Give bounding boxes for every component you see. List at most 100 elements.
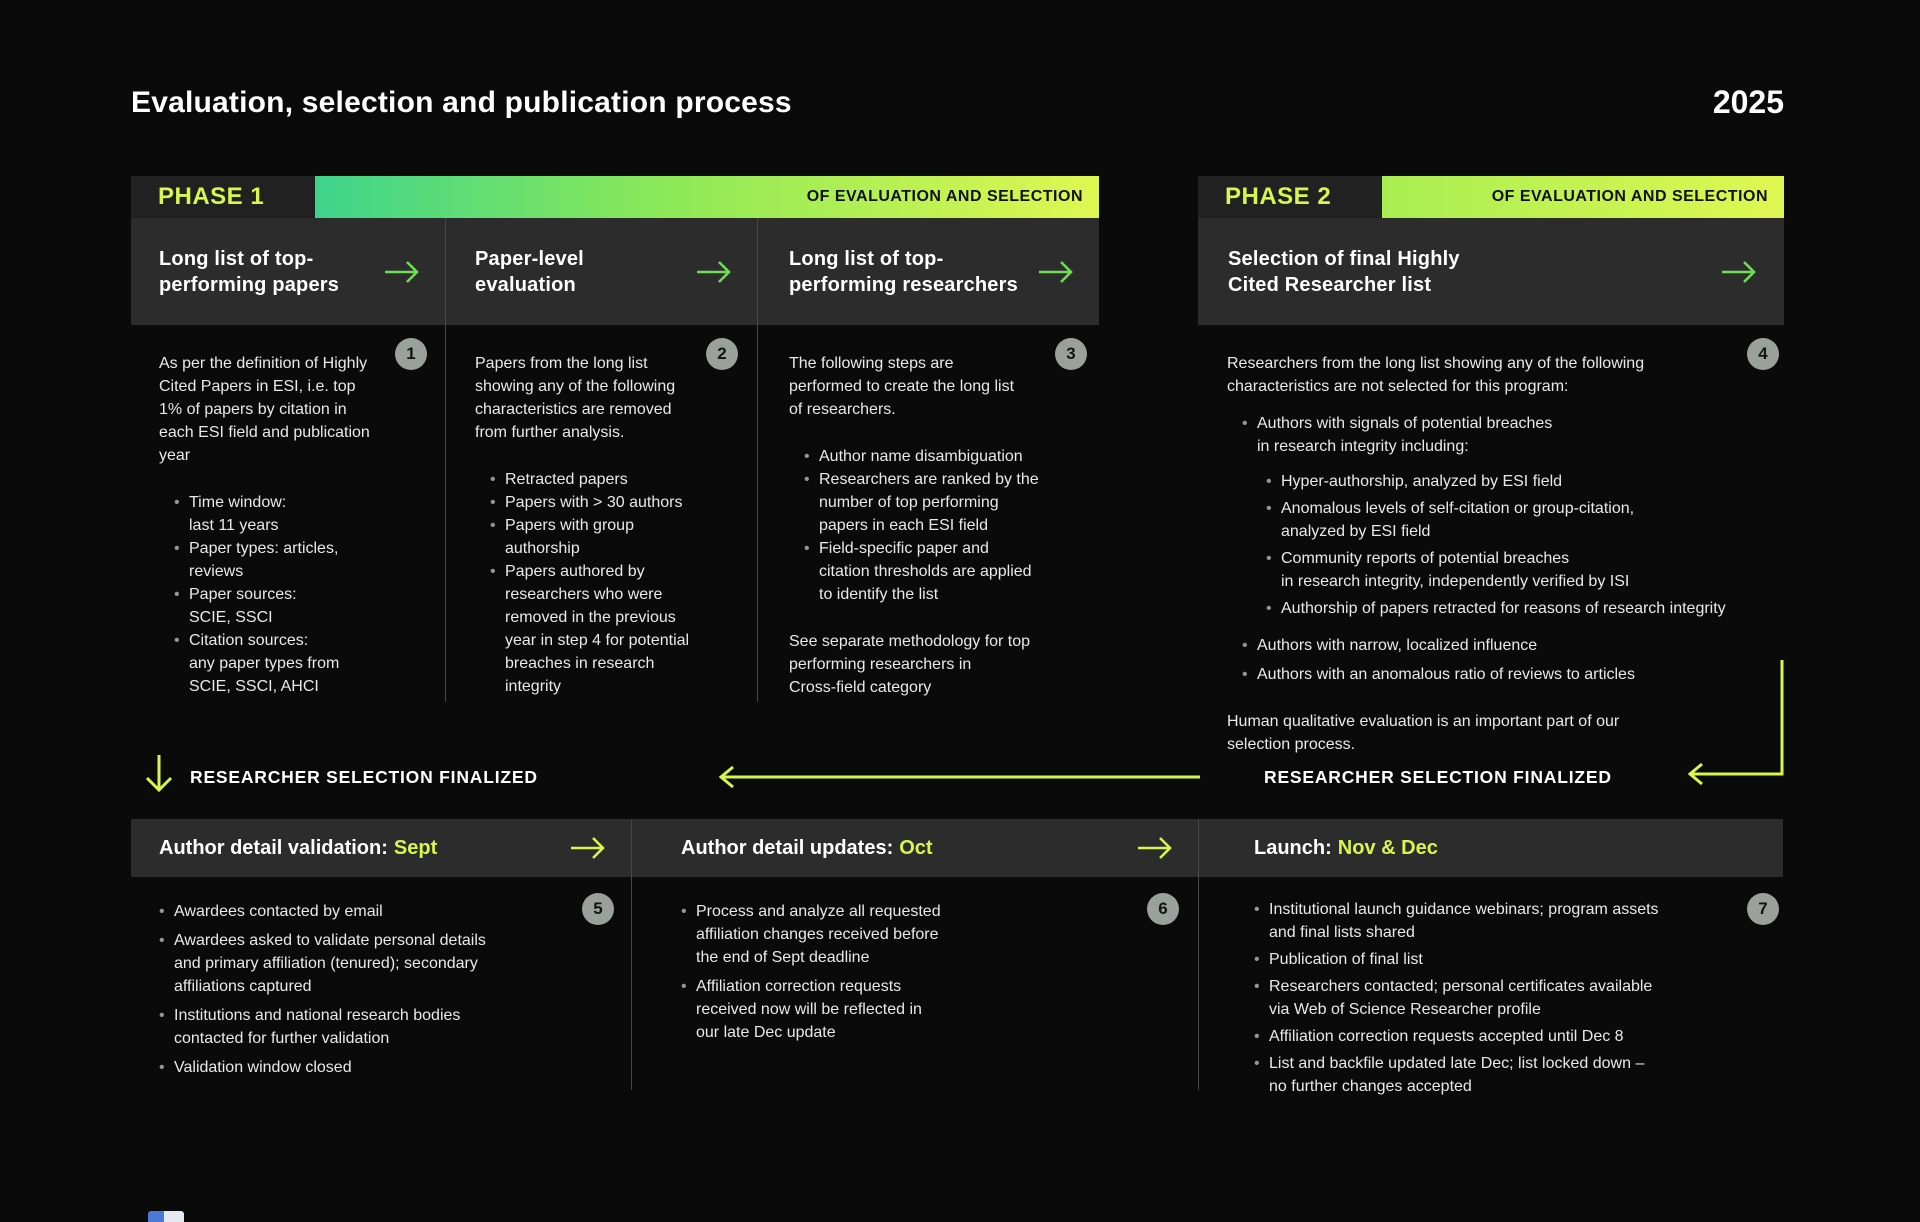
- bullet-marker: [490, 468, 505, 491]
- bullet-item: Time window: last 11 years: [174, 491, 405, 537]
- bullet-marker: [1254, 898, 1269, 944]
- bullet-marker: [1266, 470, 1281, 493]
- validation-bullets: Awardees contacted by email Awardees ask…: [159, 900, 541, 1079]
- bullet-item: Authors with narrow, localized influence: [1242, 634, 1768, 657]
- bullet-item: Awardees asked to validate personal deta…: [159, 929, 541, 998]
- sub-bullet-item: Authorship of papers retracted for reaso…: [1266, 597, 1768, 620]
- page-title: Evaluation, selection and publication pr…: [131, 86, 792, 119]
- step3-note: See separate methodology for top perform…: [789, 633, 1031, 696]
- step2-body: Papers from the long list showing any of…: [445, 352, 757, 698]
- sub-bullet-item: Community reports of potential breaches …: [1266, 547, 1768, 593]
- step2-title: Paper-level evaluation: [475, 247, 584, 296]
- arrow-right-icon: [1039, 260, 1073, 283]
- phase1-label: PHASE 1: [131, 176, 315, 218]
- bullet-item: Citation sources: any paper types from S…: [174, 629, 405, 698]
- column-divider: [445, 218, 446, 702]
- bullet-item: Awardees contacted by email: [159, 900, 541, 923]
- bullet-item: Papers with > 30 authors: [490, 491, 717, 514]
- step4-sub-bullets: Hyper-authorship, analyzed by ESI field …: [1266, 470, 1768, 620]
- bullet-item: Author name disambiguation: [804, 445, 1059, 468]
- phase2-step-headers: Selection of final Highly Cited Research…: [1198, 218, 1784, 325]
- bullet-item: Field-specific paper and citation thresh…: [804, 537, 1059, 606]
- bullet-marker: [681, 900, 696, 969]
- bullet-marker: [681, 975, 696, 1044]
- launch-title: Launch:Nov & Dec: [1254, 837, 1438, 860]
- bullet-marker: [804, 537, 819, 606]
- connector-elbow-arrow-icon: [1687, 660, 1784, 786]
- phase2-label: PHASE 2: [1198, 176, 1382, 218]
- step3-intro: The following steps are performed to cre…: [789, 355, 1015, 418]
- bullet-item: Authors with an anomalous ratio of revie…: [1242, 663, 1768, 686]
- bullet-item: Affiliation correction requests received…: [681, 975, 1088, 1044]
- cropped-widget-artifact: [148, 1211, 184, 1222]
- step3-header: Long list of top- performing researchers: [757, 218, 1099, 325]
- bullet-marker: [1242, 412, 1257, 458]
- step3-bullets: Author name disambiguation Researchers a…: [804, 445, 1059, 606]
- bullet-marker: [804, 445, 819, 468]
- bullet-item: Paper types: articles, reviews: [174, 537, 405, 583]
- updates-title-text: Author detail updates:: [681, 836, 894, 859]
- bullet-marker: [1254, 1025, 1269, 1048]
- step2-badge: 2: [706, 338, 738, 370]
- launch-months: Nov & Dec: [1337, 836, 1438, 859]
- step4-intro: Researchers from the long list showing a…: [1227, 355, 1645, 395]
- bullet-item: Retracted papers: [490, 468, 717, 491]
- launch-header: Launch:Nov & Dec: [1198, 819, 1783, 877]
- bullet-marker: [490, 514, 505, 560]
- bullet-marker: [1242, 634, 1257, 657]
- bullet-marker: [174, 491, 189, 537]
- updates-title: Author detail updates:Oct: [681, 837, 933, 860]
- bullet-item: Researchers contacted; personal certific…: [1254, 975, 1743, 1021]
- bullet-item: Process and analyze all requested affili…: [681, 900, 1088, 969]
- phase1-step-headers: Long list of top- performing papers Pape…: [131, 218, 1099, 325]
- sub-bullet-item: Anomalous levels of self-citation or gro…: [1266, 497, 1768, 543]
- year-label: 2025: [1712, 84, 1784, 120]
- column-divider: [631, 819, 632, 1090]
- phase2-gradient-banner: OF EVALUATION AND SELECTION: [1382, 176, 1784, 218]
- column-divider: [1198, 819, 1199, 1090]
- bullet-item: Authors with signals of potential breach…: [1242, 412, 1768, 458]
- phase2-banner-text: OF EVALUATION AND SELECTION: [1491, 188, 1768, 205]
- step3-title: Long list of top- performing researchers: [789, 247, 1018, 296]
- validation-title: Author detail validation:Sept: [159, 837, 437, 860]
- step2-intro: Papers from the long list showing any of…: [475, 355, 676, 441]
- step4-body: Researchers from the long list showing a…: [1198, 352, 1784, 756]
- bullet-marker: [159, 900, 174, 923]
- updates-bullets: Process and analyze all requested affili…: [681, 900, 1088, 1044]
- bullet-marker: [159, 1056, 174, 1079]
- step4-header: Selection of final Highly Cited Research…: [1198, 218, 1784, 325]
- arrow-right-icon: [385, 260, 419, 283]
- step1-intro: As per the definition of Highly Cited Pa…: [159, 355, 370, 464]
- arrow-right-icon: [1138, 837, 1172, 859]
- bullet-item: Papers with group authorship: [490, 514, 717, 560]
- bullet-item: Affiliation correction requests accepted…: [1254, 1025, 1743, 1048]
- bullet-marker: [159, 929, 174, 998]
- launch-body: Institutional launch guidance webinars; …: [1198, 898, 1783, 1098]
- launch-bullets: Institutional launch guidance webinars; …: [1254, 898, 1743, 1098]
- bullet-marker: [174, 537, 189, 583]
- bullet-item: Publication of final list: [1254, 948, 1743, 971]
- arrow-right-icon: [1722, 260, 1756, 283]
- launch-title-text: Launch:: [1254, 836, 1332, 859]
- arrow-right-icon: [571, 837, 605, 859]
- arrow-left-long-icon: [718, 765, 1200, 789]
- arrow-down-icon: [145, 755, 173, 793]
- step1-title: Long list of top- performing papers: [159, 247, 340, 296]
- step1-bullets: Time window: last 11 years Paper types: …: [174, 491, 405, 698]
- bullet-item: Institutions and national research bodie…: [159, 1004, 541, 1050]
- step2-header: Paper-level evaluation: [445, 218, 757, 325]
- phase2-banner-bar: PHASE 2 OF EVALUATION AND SELECTION: [1198, 176, 1784, 218]
- bullet-item: Papers authored by researchers who were …: [490, 560, 717, 698]
- validation-badge: 5: [582, 893, 614, 925]
- validation-month: Sept: [393, 836, 438, 859]
- step2-bullets: Retracted papers Papers with > 30 author…: [490, 468, 717, 698]
- bullet-marker: [174, 583, 189, 629]
- step4-group-label-list: Authors with signals of potential breach…: [1242, 412, 1768, 458]
- launch-badge: 7: [1747, 893, 1779, 925]
- finalized-label-right: RESEARCHER SELECTION FINALIZED: [1264, 767, 1612, 787]
- updates-month: Oct: [899, 836, 933, 859]
- phase1-banner-bar: PHASE 1 OF EVALUATION AND SELECTION: [131, 176, 1099, 218]
- bullet-marker: [1254, 1052, 1269, 1098]
- bullet-marker: [159, 1004, 174, 1050]
